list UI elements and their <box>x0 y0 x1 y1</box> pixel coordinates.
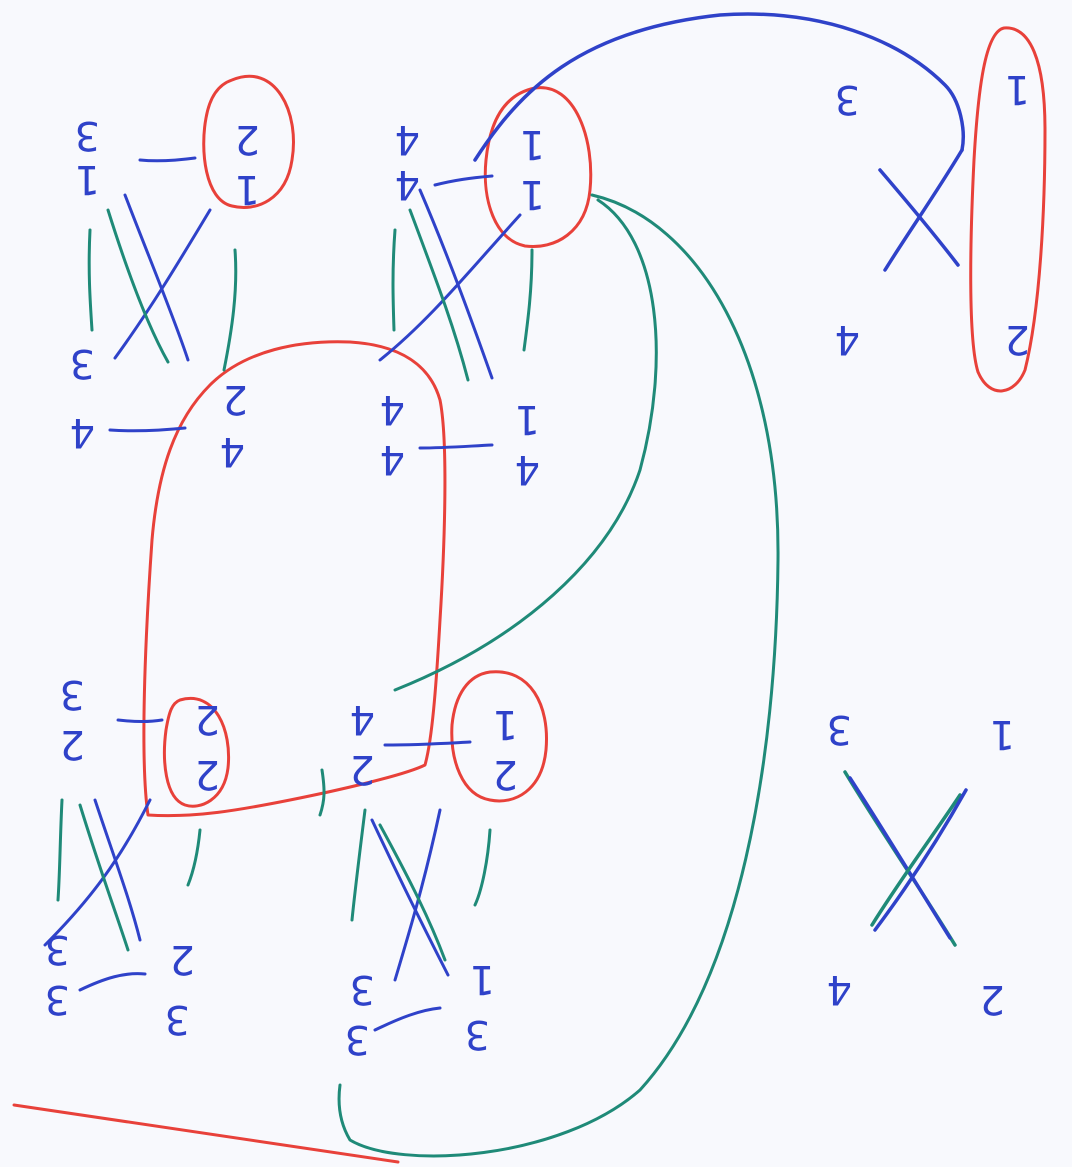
svg-text:3: 3 <box>345 1016 370 1062</box>
green-long-arc <box>337 193 780 1158</box>
svg-text:3: 3 <box>835 76 860 122</box>
svg-text:2: 2 <box>170 936 195 982</box>
svg-text:4: 4 <box>515 446 540 492</box>
block-top-right: 3 1 4 2 <box>835 66 1030 362</box>
svg-text:2: 2 <box>195 751 220 797</box>
svg-text:2: 2 <box>195 696 220 742</box>
block-bottom-middle: 4 2 1 2 3 3 1 3 <box>318 696 518 1062</box>
svg-text:1: 1 <box>75 156 100 202</box>
red-big-loop-center <box>142 340 447 818</box>
svg-text:4: 4 <box>827 966 852 1012</box>
svg-text:1: 1 <box>990 711 1015 757</box>
svg-text:2: 2 <box>1005 316 1030 362</box>
svg-text:3: 3 <box>45 926 70 972</box>
svg-text:3: 3 <box>165 996 190 1042</box>
svg-text:3: 3 <box>45 976 70 1022</box>
svg-text:2: 2 <box>493 751 518 797</box>
svg-text:4: 4 <box>395 161 420 207</box>
red-circle-top-middle <box>483 86 593 249</box>
svg-text:4: 4 <box>350 696 375 742</box>
svg-text:4: 4 <box>380 386 405 432</box>
block-top-middle: 4 4 1 1 4 4 1 4 <box>378 116 545 492</box>
svg-text:1: 1 <box>470 956 495 1002</box>
red-circle-bottom-middle <box>450 670 549 803</box>
green-inner-arc <box>393 198 658 692</box>
svg-text:4: 4 <box>380 436 405 482</box>
block-bottom-right: 3 1 4 2 <box>827 706 1015 1022</box>
svg-text:2: 2 <box>350 746 375 792</box>
svg-text:1: 1 <box>235 166 260 212</box>
svg-text:3: 3 <box>70 340 95 386</box>
svg-text:3: 3 <box>465 1011 490 1057</box>
red-circle-top-left <box>202 74 295 209</box>
svg-text:4: 4 <box>835 316 860 362</box>
svg-text:3: 3 <box>350 966 375 1012</box>
svg-text:3: 3 <box>75 112 100 158</box>
svg-text:4: 4 <box>220 428 245 474</box>
blue-top-arc <box>473 12 965 162</box>
svg-text:2: 2 <box>223 376 248 422</box>
block-top-left: 3 1 2 1 3 4 2 4 <box>70 112 260 474</box>
svg-text:2: 2 <box>235 116 260 162</box>
svg-text:2: 2 <box>980 976 1005 1022</box>
red-line-bottom <box>12 1103 400 1164</box>
svg-text:4: 4 <box>70 409 95 455</box>
svg-text:1: 1 <box>515 396 540 442</box>
svg-text:3: 3 <box>60 671 85 717</box>
svg-text:4: 4 <box>395 116 420 162</box>
svg-text:3: 3 <box>827 706 852 752</box>
block-bottom-left: 3 2 2 2 3 3 2 3 <box>43 671 220 1042</box>
svg-text:1: 1 <box>1005 66 1030 112</box>
svg-text:1: 1 <box>520 121 545 167</box>
svg-text:1: 1 <box>493 701 518 747</box>
red-circle-bott-left <box>163 696 231 808</box>
svg-text:2: 2 <box>60 721 85 767</box>
red-loop-top-right <box>969 26 1047 393</box>
svg-text:1: 1 <box>520 171 545 217</box>
